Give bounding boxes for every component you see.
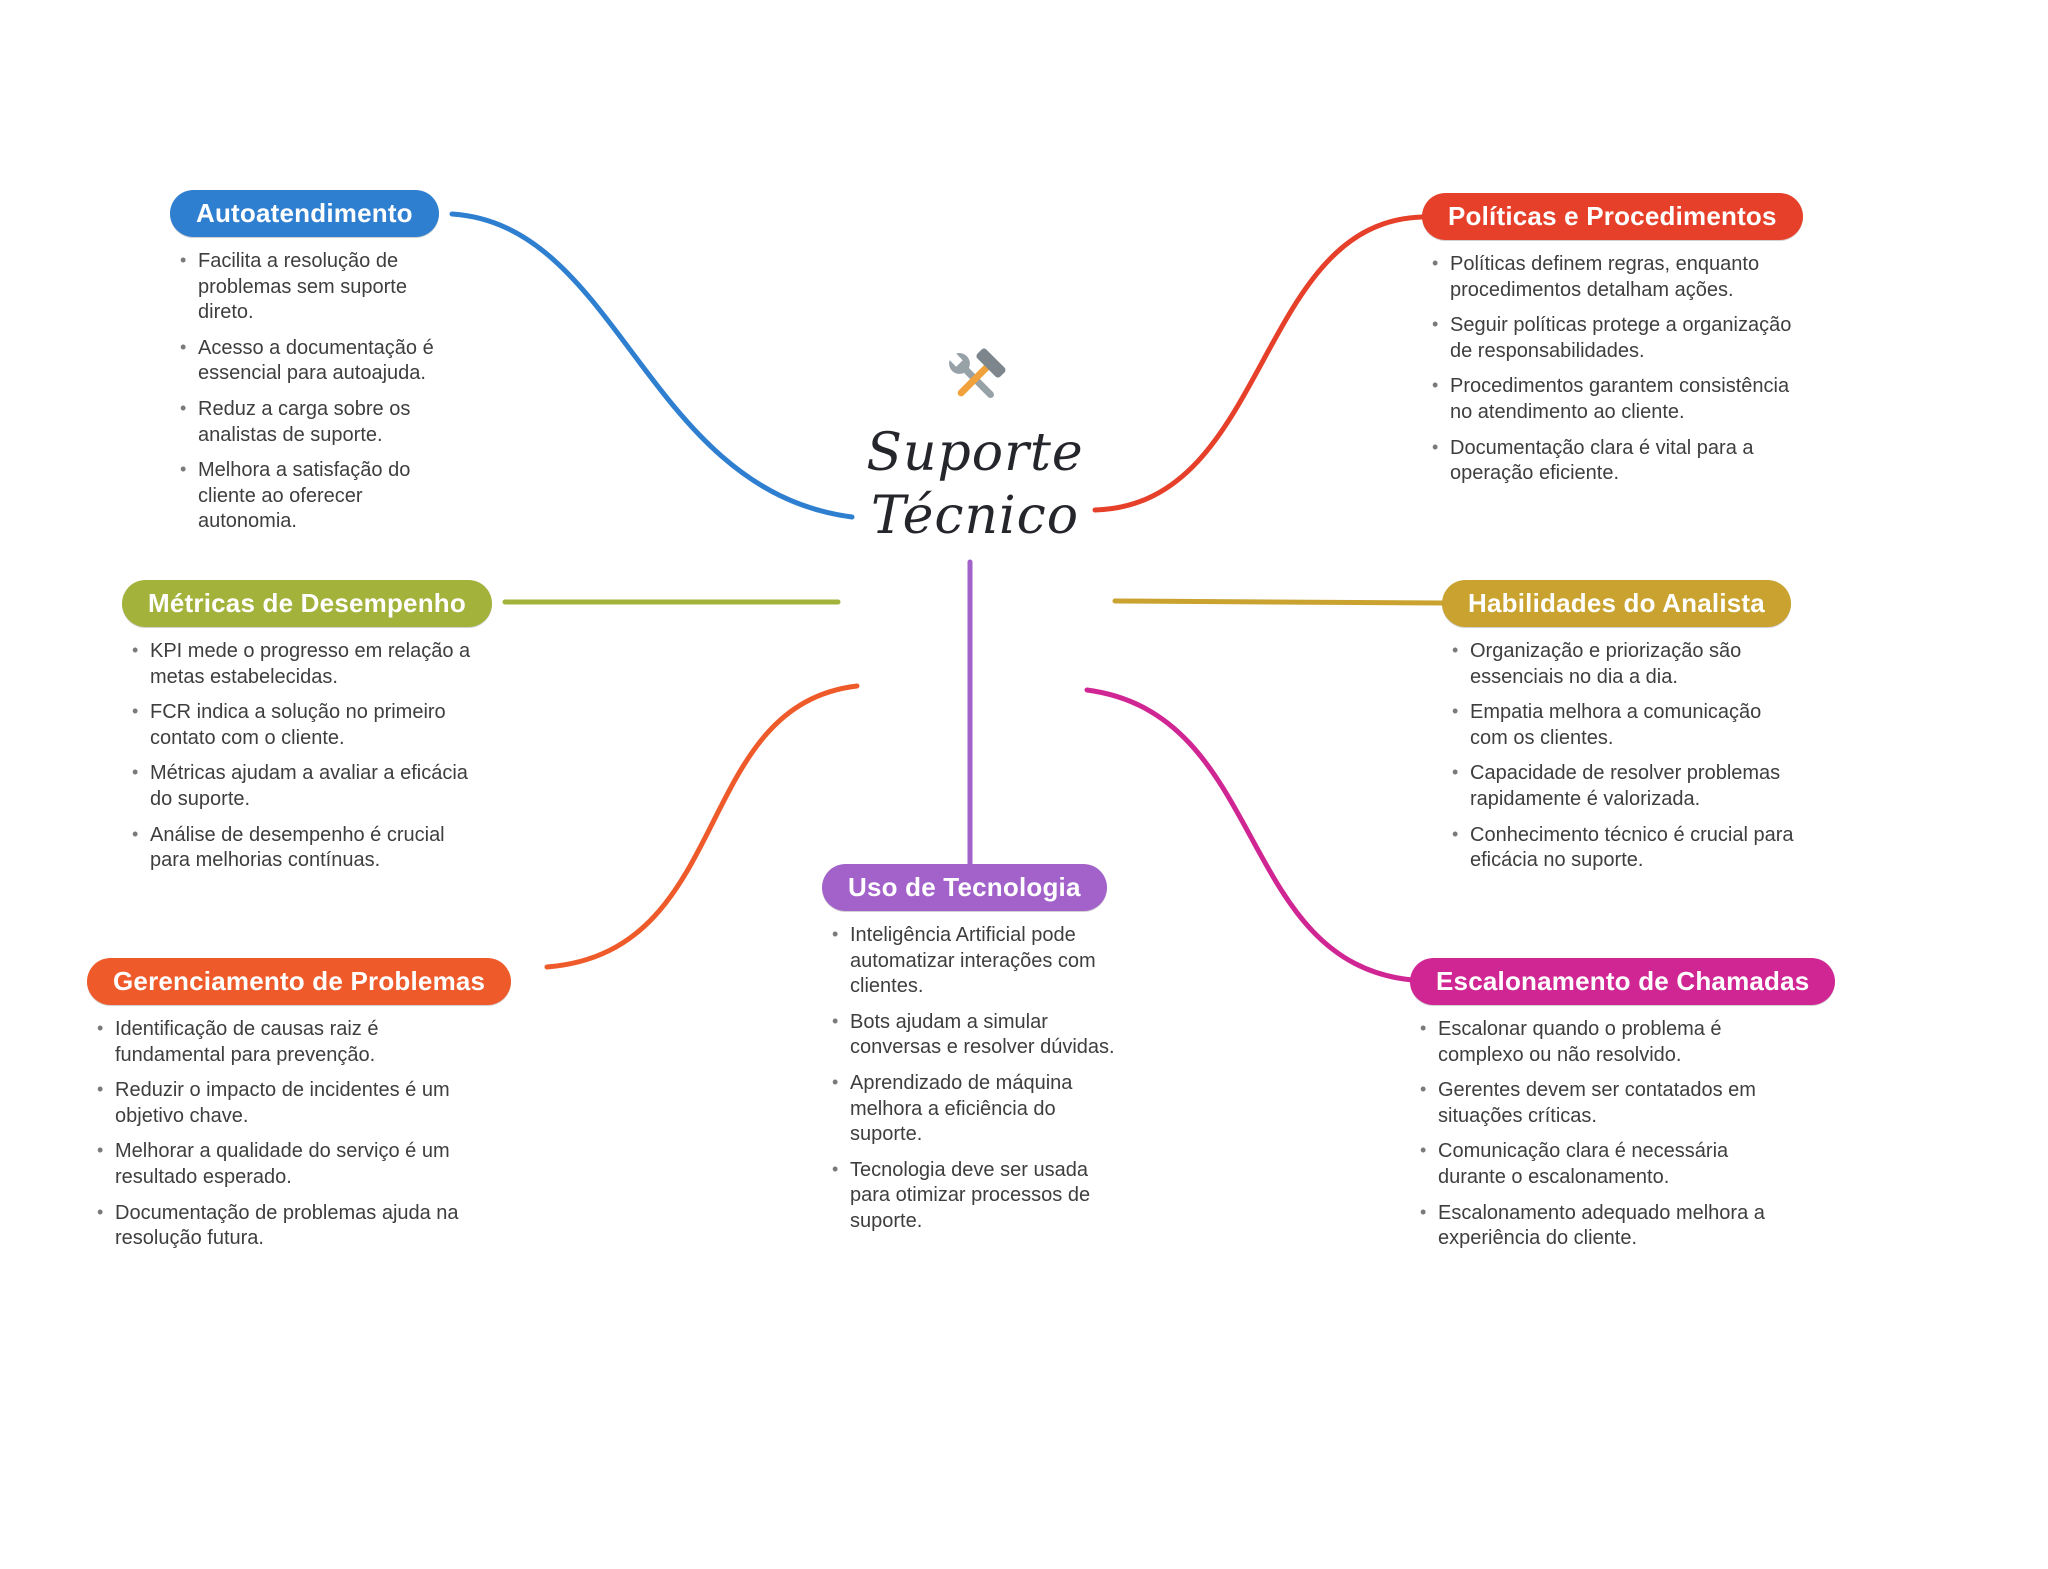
branch-header-gerenciamento[interactable]: Gerenciamento de Problemas <box>87 958 512 1005</box>
connector-habilidades <box>1112 598 1445 606</box>
branch-items-habilidades: Organização e priorização são essenciais… <box>1448 639 1802 874</box>
branch-header-autoatendimento[interactable]: Autoatendimento <box>170 190 439 237</box>
connector-autoatendimento <box>449 211 855 520</box>
bullet-item: Análise de desempenho é crucial para mel… <box>128 823 477 874</box>
bullet-item: Organização e priorização são essenciais… <box>1448 639 1802 690</box>
bullet-item: Acesso a documentação é essencial para a… <box>176 336 435 387</box>
branch-header-metricas[interactable]: Métricas de Desempenho <box>122 580 492 627</box>
bullet-item: Melhorar a qualidade do serviço é um res… <box>93 1139 487 1190</box>
bullet-item: FCR indica a solução no primeiro contato… <box>128 700 477 751</box>
bullet-item: Procedimentos garantem consistência no a… <box>1428 374 1797 425</box>
branch-items-gerenciamento: Identificação de causas raiz é fundament… <box>93 1017 487 1252</box>
bullet-item: Empatia melhora a comunicação com os cli… <box>1448 700 1802 751</box>
branch-header-escalonamento[interactable]: Escalonamento de Chamadas <box>1410 958 1836 1005</box>
branch-escalonamento: Escalonamento de Chamadas Escalonar quan… <box>1410 958 1836 1262</box>
bullet-item: Escalonar quando o problema é complexo o… <box>1416 1017 1790 1068</box>
bullet-item: Seguir políticas protege a organização d… <box>1428 313 1797 364</box>
bullet-item: Bots ajudam a simular conversas e resolv… <box>828 1010 1122 1061</box>
bullet-item: Métricas ajudam a avaliar a eficácia do … <box>128 761 477 812</box>
bullet-item: Documentação clara é vital para a operaç… <box>1428 436 1797 487</box>
branch-header-tecnologia[interactable]: Uso de Tecnologia <box>822 864 1107 911</box>
branch-items-tecnologia: Inteligência Artificial pode automatizar… <box>828 923 1122 1235</box>
bullet-item: Escalonamento adequado melhora a experiê… <box>1416 1201 1790 1252</box>
branch-items-escalonamento: Escalonar quando o problema é complexo o… <box>1416 1017 1790 1252</box>
branch-politicas: Políticas e Procedimentos Políticas defi… <box>1422 193 1803 497</box>
branch-tecnologia: Uso de Tecnologia Inteligência Artificia… <box>822 864 1122 1245</box>
center-title-line1: Suporte <box>866 423 1084 483</box>
connector-politicas <box>1092 214 1425 513</box>
bullet-item: Facilita a resolução de problemas sem su… <box>176 249 435 326</box>
bullet-item: Melhora a satisfação do cliente ao ofere… <box>176 458 435 535</box>
branch-header-politicas[interactable]: Políticas e Procedimentos <box>1422 193 1803 240</box>
bullet-item: Aprendizado de máquina melhora a eficiên… <box>828 1071 1122 1148</box>
bullet-item: Reduzir o impacto de incidentes é um obj… <box>93 1078 487 1129</box>
bullet-item: Tecnologia deve ser usada para otimizar … <box>828 1158 1122 1235</box>
branch-items-politicas: Políticas definem regras, enquanto proce… <box>1428 252 1797 487</box>
branch-items-metricas: KPI mede o progresso em relação a metas … <box>128 639 477 874</box>
tools-icon <box>946 348 1006 399</box>
center-title-line2: Técnico <box>870 486 1080 547</box>
bullet-item: Documentação de problemas ajuda na resol… <box>93 1201 487 1252</box>
branch-items-autoatendimento: Facilita a resolução de problemas sem su… <box>176 249 435 535</box>
branch-gerenciamento: Gerenciamento de Problemas Identificação… <box>87 958 512 1262</box>
bullet-item: Capacidade de resolver problemas rapidam… <box>1448 761 1802 812</box>
connector-escalonamento <box>1084 687 1415 983</box>
bullet-item: Gerentes devem ser contatados em situaçõ… <box>1416 1078 1790 1129</box>
bullet-item: Identificação de causas raiz é fundament… <box>93 1017 487 1068</box>
bullet-item: Políticas definem regras, enquanto proce… <box>1428 252 1797 303</box>
branch-header-habilidades[interactable]: Habilidades do Analista <box>1442 580 1791 627</box>
branch-metricas: Métricas de Desempenho KPI mede o progre… <box>122 580 492 884</box>
bullet-item: Reduz a carga sobre os analistas de supo… <box>176 397 435 448</box>
center-node[interactable]: Suporte Técnico <box>815 342 1135 549</box>
bullet-item: Comunicação clara é necessária durante o… <box>1416 1139 1790 1190</box>
bullet-item: KPI mede o progresso em relação a metas … <box>128 639 477 690</box>
branch-autoatendimento: Autoatendimento Facilita a resolução de … <box>170 190 439 545</box>
connector-gerenciamento <box>544 683 860 970</box>
bullet-item: Conhecimento técnico é crucial para efic… <box>1448 823 1802 874</box>
branch-habilidades: Habilidades do Analista Organização e pr… <box>1442 580 1802 884</box>
bullet-item: Inteligência Artificial pode automatizar… <box>828 923 1122 1000</box>
